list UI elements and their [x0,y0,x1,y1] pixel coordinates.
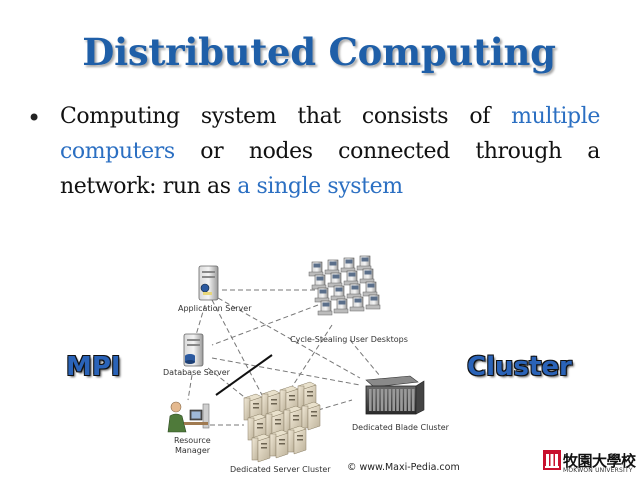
link-db-resource [187,374,193,401]
link-desktops-server-cluster [289,324,333,391]
resource-manager-label-line2: Manager [175,446,211,455]
desktop-computer-icon [308,261,324,277]
blade-slot [384,389,388,411]
desktops-icon [308,255,381,316]
server-tower-icon [265,409,285,439]
desktop-computer-icon [362,281,378,297]
link-server-cluster-blade [317,399,353,411]
bullet-text-part1: Computing system that consists of [60,104,512,129]
bullet-text: Computing system that consists of multip… [60,99,600,204]
server-tower-icon [269,429,289,459]
link-app-server-cluster [211,299,263,396]
desktop-computer-icon [349,296,365,312]
link-app-blade [217,297,361,379]
blade-slot [388,389,392,411]
bullet-text-part2: or nodes connected through a network: ru… [60,139,600,199]
bullet-highlight-multiple-computers: multiple computers [60,104,600,164]
desktop-computer-icon [346,283,362,299]
bullet-marker: • [27,104,42,132]
desktop-computer-icon [314,287,330,303]
link-desktops-blade [349,339,381,377]
copyright-text: © www.Maxi-Pedia.com [347,462,460,473]
server-tower-icon [287,425,307,455]
slide-title: Distributed Computing [82,30,556,74]
blade-cluster-icon [365,375,425,415]
application-server-icon [198,265,219,301]
cluster-label: Cluster [467,352,572,382]
blade-slot [392,389,395,411]
network-backbone-line [215,354,273,396]
server-tower-icon [301,401,321,431]
blade-slot [369,389,372,411]
university-name-chinese: 牧園大學校 [563,452,636,470]
desktop-computer-icon [356,255,372,271]
desktop-computer-icon [333,298,349,314]
server-cluster-icon [243,381,321,463]
blade-slot [380,389,384,411]
desktop-computer-icon [327,272,343,288]
blade-slot [372,389,376,411]
application-server-label: Application Server [178,304,252,313]
resource-manager-icon [167,401,210,433]
university-name-english: MOKWON UNIVERSITY [563,467,633,474]
blade-slot [404,389,407,411]
desktop-computer-icon [340,257,356,273]
desktop-computer-icon [311,274,327,290]
bullet-highlight-single-system: a single system [237,174,403,199]
database-server-icon [183,333,204,367]
resource-manager-label-line1: Resource [174,436,211,445]
link-desktops-db [211,304,319,346]
blade-slot [376,389,380,411]
desktop-computer-icon [343,270,359,286]
desktop-computer-icon [359,268,375,284]
server-tower-icon [251,433,271,463]
server-cluster-label: Dedicated Server Cluster [230,465,331,474]
blade-cluster-label: Dedicated Blade Cluster [352,423,450,432]
network-links [187,289,381,426]
link-app-db [195,304,206,336]
blade-slot [396,389,399,411]
database-server-label: Database Server [163,368,231,377]
desktop-computer-icon [365,294,381,310]
desktop-computer-icon [324,259,340,275]
desktops-label: Cycle-Stealing User Desktops [290,335,408,344]
desktop-computer-icon [317,300,333,316]
blade-slot [411,389,415,411]
link-db-server-cluster [207,367,249,401]
blade-slot [408,389,411,411]
desktop-computer-icon [330,285,346,301]
link-db-blade [211,357,361,386]
university-logo-emblem [543,450,561,470]
blade-slot [400,389,403,411]
mpi-label: MPI [66,352,121,382]
